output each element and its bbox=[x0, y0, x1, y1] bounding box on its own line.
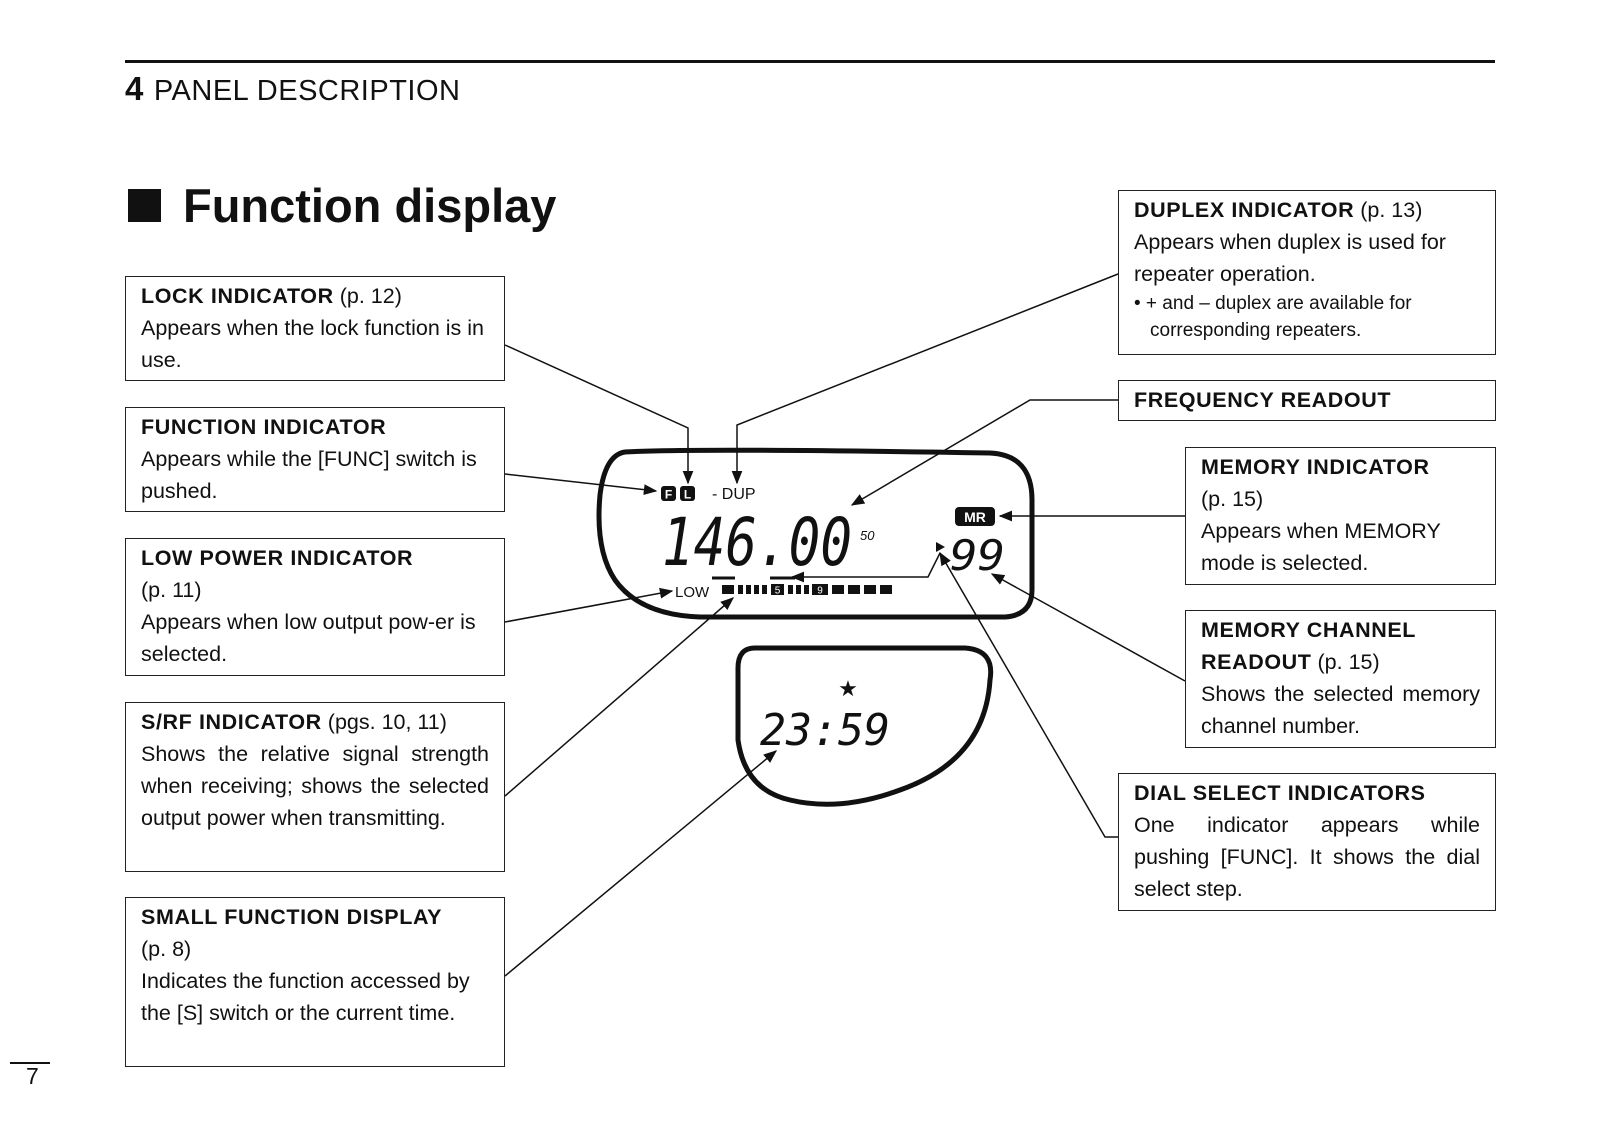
callout-title: FREQUENCY READOUT bbox=[1134, 388, 1392, 412]
svg-text:5: 5 bbox=[775, 586, 781, 597]
svg-text:9: 9 bbox=[817, 586, 823, 597]
callout-title: LOCK INDICATOR bbox=[141, 284, 334, 308]
callout-ref: (p. 12) bbox=[339, 284, 402, 308]
callout-title-cont: READOUT bbox=[1201, 650, 1312, 674]
callout-ref: (p. 11) bbox=[141, 578, 202, 602]
memory-channel-readout: 99 bbox=[950, 531, 1005, 580]
callout-title: MEMORY INDICATOR bbox=[1201, 455, 1430, 479]
srf-leader bbox=[504, 597, 735, 797]
callout-lock-indicator: LOCK INDICATOR (p. 12) Appears when the … bbox=[125, 276, 505, 381]
header-rule bbox=[125, 60, 1495, 63]
callout-srf-indicator: S/RF INDICATOR (pgs. 10, 11) Shows the r… bbox=[125, 702, 505, 872]
frequency-readout: 146.00 bbox=[662, 504, 852, 581]
callout-text: Indicates the function accessed by the [… bbox=[141, 969, 470, 1025]
low-power-leader bbox=[504, 587, 674, 623]
callout-title: SMALL FUNCTION DISPLAY bbox=[141, 905, 443, 929]
callout-ref: (p. 13) bbox=[1360, 198, 1423, 222]
chapter-number: 4 bbox=[125, 70, 144, 107]
callout-function-indicator: FUNCTION INDICATOR Appears while the [FU… bbox=[125, 407, 505, 512]
callout-dial-select-indicators: DIAL SELECT INDICATORS One indicator app… bbox=[1118, 773, 1496, 911]
callout-title: DUPLEX INDICATOR bbox=[1134, 198, 1355, 222]
page-number: 7 bbox=[26, 1063, 39, 1089]
callout-ref: (p. 15) bbox=[1317, 650, 1380, 674]
dial-select-leader-b bbox=[790, 552, 941, 583]
svg-text:MR: MR bbox=[964, 509, 986, 525]
memory-channel-leader bbox=[990, 573, 1186, 682]
function-leader bbox=[504, 473, 658, 496]
srf-meter: 5 9 bbox=[722, 584, 892, 597]
callout-text: Shows the selected memory channel number… bbox=[1201, 682, 1480, 738]
callout-text: Appears when low output pow-er is select… bbox=[141, 610, 476, 666]
low-power-indicator: LOW bbox=[675, 584, 710, 601]
page-number-rule bbox=[10, 1062, 50, 1064]
section-heading: Function display bbox=[128, 178, 556, 233]
callout-text: Appears when duplex is used for repeater… bbox=[1134, 230, 1446, 286]
star-icon: ★ bbox=[838, 677, 858, 702]
callout-memory-channel-readout: MEMORY CHANNEL READOUT (p. 15) Shows the… bbox=[1185, 610, 1496, 748]
section-title: Function display bbox=[183, 179, 557, 232]
callout-ref: (p. 15) bbox=[1201, 487, 1264, 511]
lock-leader bbox=[504, 344, 694, 485]
callout-frequency-readout: FREQUENCY READOUT bbox=[1118, 380, 1496, 421]
callout-small-function-display: SMALL FUNCTION DISPLAY (p. 8) Indicates … bbox=[125, 897, 505, 1067]
func-indicator-icon bbox=[661, 486, 676, 501]
callout-ref: (pgs. 10, 11) bbox=[327, 710, 447, 734]
callout-title: LOW POWER INDICATOR bbox=[141, 546, 414, 570]
clock-readout: 23:59 bbox=[760, 705, 890, 756]
callout-text: Appears when MEMORY mode is selected. bbox=[1201, 519, 1441, 575]
callout-duplex-indicator: DUPLEX INDICATOR (p. 13) Appears when du… bbox=[1118, 190, 1496, 355]
callout-bullet: • + and – duplex are available for corre… bbox=[1134, 293, 1412, 341]
callout-title: FUNCTION INDICATOR bbox=[141, 415, 387, 439]
dial-select-indicator bbox=[936, 542, 945, 552]
callout-text: One indicator appears while pushing [FUN… bbox=[1134, 813, 1480, 901]
main-lcd-outline bbox=[596, 447, 1035, 620]
callout-title: DIAL SELECT INDICATORS bbox=[1134, 781, 1426, 805]
dup-indicator: - DUP bbox=[712, 486, 756, 503]
callout-text: Appears when the lock function is in use… bbox=[141, 316, 485, 372]
section-square-icon bbox=[128, 189, 161, 222]
duplex-leader bbox=[731, 273, 1119, 485]
frequency-leader bbox=[850, 399, 1118, 506]
callout-low-power-indicator: LOW POWER INDICATOR (p. 11) Appears when… bbox=[125, 538, 505, 676]
callout-text: Shows the relative signal strength when … bbox=[141, 742, 489, 830]
lock-indicator-icon bbox=[680, 486, 695, 501]
callout-title: S/RF INDICATOR bbox=[141, 710, 322, 734]
chapter-heading: 4 PANEL DESCRIPTION bbox=[125, 70, 460, 108]
memory-indicator bbox=[955, 507, 995, 526]
small-lcd-outline bbox=[735, 645, 994, 807]
callout-text: Appears while the [FUNC] switch is pushe… bbox=[141, 447, 477, 503]
chapter-title: PANEL DESCRIPTION bbox=[153, 75, 461, 107]
svg-text:F: F bbox=[665, 488, 672, 502]
svg-text:L: L bbox=[684, 488, 691, 502]
callout-title: MEMORY CHANNEL bbox=[1201, 618, 1417, 642]
dial-select-leader bbox=[939, 551, 1118, 838]
frequency-small-digits: 50 bbox=[860, 528, 875, 543]
callout-memory-indicator: MEMORY INDICATOR (p. 15) Appears when ME… bbox=[1185, 447, 1496, 585]
small-display-leader bbox=[504, 750, 778, 977]
callout-ref: (p. 8) bbox=[141, 937, 192, 961]
